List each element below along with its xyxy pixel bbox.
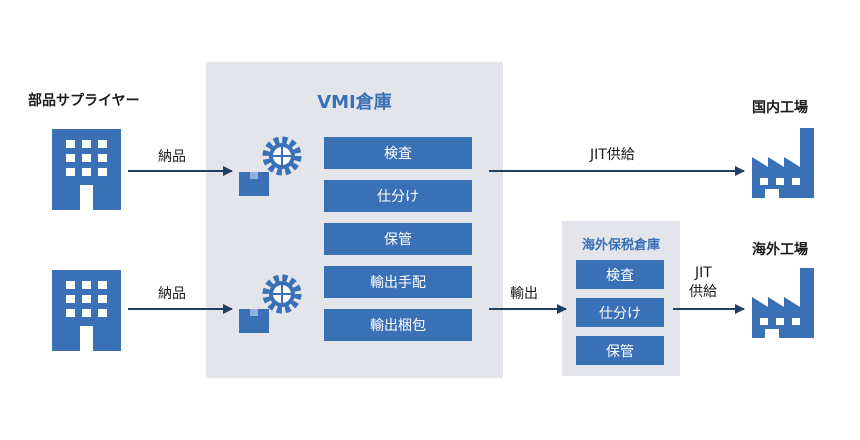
building-icon	[52, 270, 121, 351]
gear-box-icon	[239, 274, 302, 333]
bonded-warehouse-title: 海外保税倉庫	[581, 238, 660, 253]
vmi-step-export-arrangement: 輸出手配	[324, 266, 472, 298]
overseas-factory-label: 海外工場	[752, 242, 808, 258]
jit-overseas-label-line1: JIT	[695, 265, 712, 281]
export-label: 輸出	[510, 286, 538, 302]
factory-icon	[752, 128, 814, 198]
delivery-label-top: 納品	[158, 149, 186, 165]
bonded-step-inspection: 検査	[576, 260, 664, 289]
domestic-factory-label: 国内工場	[752, 100, 808, 116]
factory-icon	[752, 268, 814, 338]
vmi-step-export-packing: 輸出梱包	[324, 309, 472, 341]
bonded-step-storage: 保管	[576, 336, 664, 365]
vmi-warehouse-title: VMI倉庫	[317, 92, 392, 113]
vmi-step-sorting: 仕分け	[324, 180, 472, 212]
vmi-step-inspection: 検査	[324, 137, 472, 169]
gear-box-icon	[239, 136, 302, 196]
delivery-label-bottom: 納品	[158, 286, 186, 302]
supplier-label: 部品サプライヤー	[28, 93, 140, 109]
vmi-step-storage: 保管	[324, 223, 472, 255]
building-icon	[52, 129, 121, 210]
jit-domestic-label: JIT供給	[590, 147, 635, 163]
jit-overseas-label-line2: 供給	[689, 284, 717, 300]
bonded-step-sorting: 仕分け	[576, 298, 664, 327]
